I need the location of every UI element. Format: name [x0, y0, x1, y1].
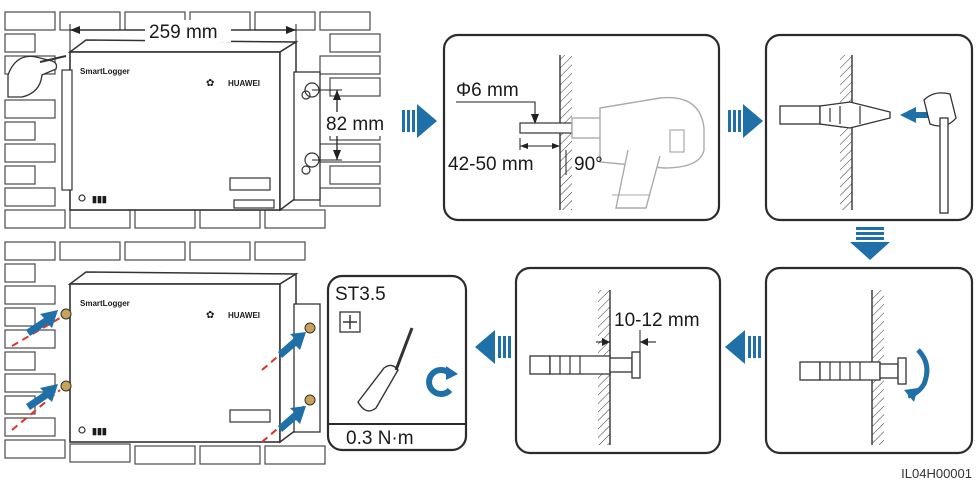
step7-device-mounted: SmartLogger HUAWEI ✿ ▮▮▮: [4, 241, 326, 465]
protruding-bolt: [529, 351, 641, 379]
anchor-bolt: [799, 357, 907, 385]
product-label: SmartLogger: [80, 299, 130, 308]
drill-icon: [571, 96, 705, 209]
smartlogger-device-mounted: SmartLogger HUAWEI ✿ ▮▮▮: [67, 271, 321, 444]
arrow-3-to-4: [850, 227, 890, 260]
brand-label: HUAWEI: [228, 79, 260, 88]
drill-diameter-label: Φ6 mm: [456, 80, 519, 101]
screwdriver-icon: [357, 327, 414, 412]
insert-arrow-icon: [26, 384, 58, 410]
hammer-icon: [923, 92, 957, 214]
arrow-4-to-5: [725, 330, 761, 364]
screw-head-icon: [339, 311, 361, 333]
drill-angle-label: 90°: [574, 154, 603, 175]
svg-text:▮▮▮: ▮▮▮: [92, 194, 107, 204]
screw-type-label: ST3.5: [335, 284, 386, 305]
arrow-5-to-6: [475, 330, 511, 364]
product-label: SmartLogger: [80, 67, 130, 76]
brand-logo-icon: ✿: [206, 78, 214, 89]
brick-wall-bottom: [4, 241, 326, 465]
arrow-2-to-3: [728, 104, 763, 138]
width-dimension: 259 mm: [149, 22, 218, 43]
step1-wall-mounting-marking: SmartLogger HUAWEI ✿ ▮▮▮ 259 mm 82 mm: [4, 11, 393, 229]
rotate-icon: [426, 367, 453, 397]
insert-arrow-icon: [26, 310, 58, 336]
svg-text:▮▮▮: ▮▮▮: [92, 426, 107, 436]
smartlogger-device: SmartLogger HUAWEI ✿ ▮▮▮: [61, 39, 321, 212]
protrusion-label: 10-12 mm: [614, 310, 700, 331]
step2-drilling-panel: Φ6 mm 42-50 mm 90°: [442, 33, 721, 222]
push-arrow-icon: [900, 107, 930, 123]
hand-icon: [7, 55, 67, 98]
expansion-anchor: [779, 101, 891, 129]
step4-rotate-panel: [764, 266, 974, 455]
step6-screwdriver-panel: ST3.5 0.3 N·m: [326, 274, 468, 452]
step3-hammer-anchor-panel: [764, 33, 974, 222]
drill-depth-label: 42-50 mm: [448, 154, 534, 175]
brand-logo-icon: ✿: [206, 310, 214, 321]
arrow-1-to-2: [402, 104, 437, 138]
torque-label: 0.3 N·m: [346, 428, 414, 449]
height-dimension: 82 mm: [326, 114, 384, 135]
brand-label: HUAWEI: [228, 311, 260, 320]
figure-id: IL04H00001: [901, 466, 972, 481]
insert-arrow-icon: [278, 406, 306, 432]
insert-arrow-icon: [278, 332, 306, 358]
step5-protrusion-panel: 10-12 mm: [514, 266, 722, 455]
